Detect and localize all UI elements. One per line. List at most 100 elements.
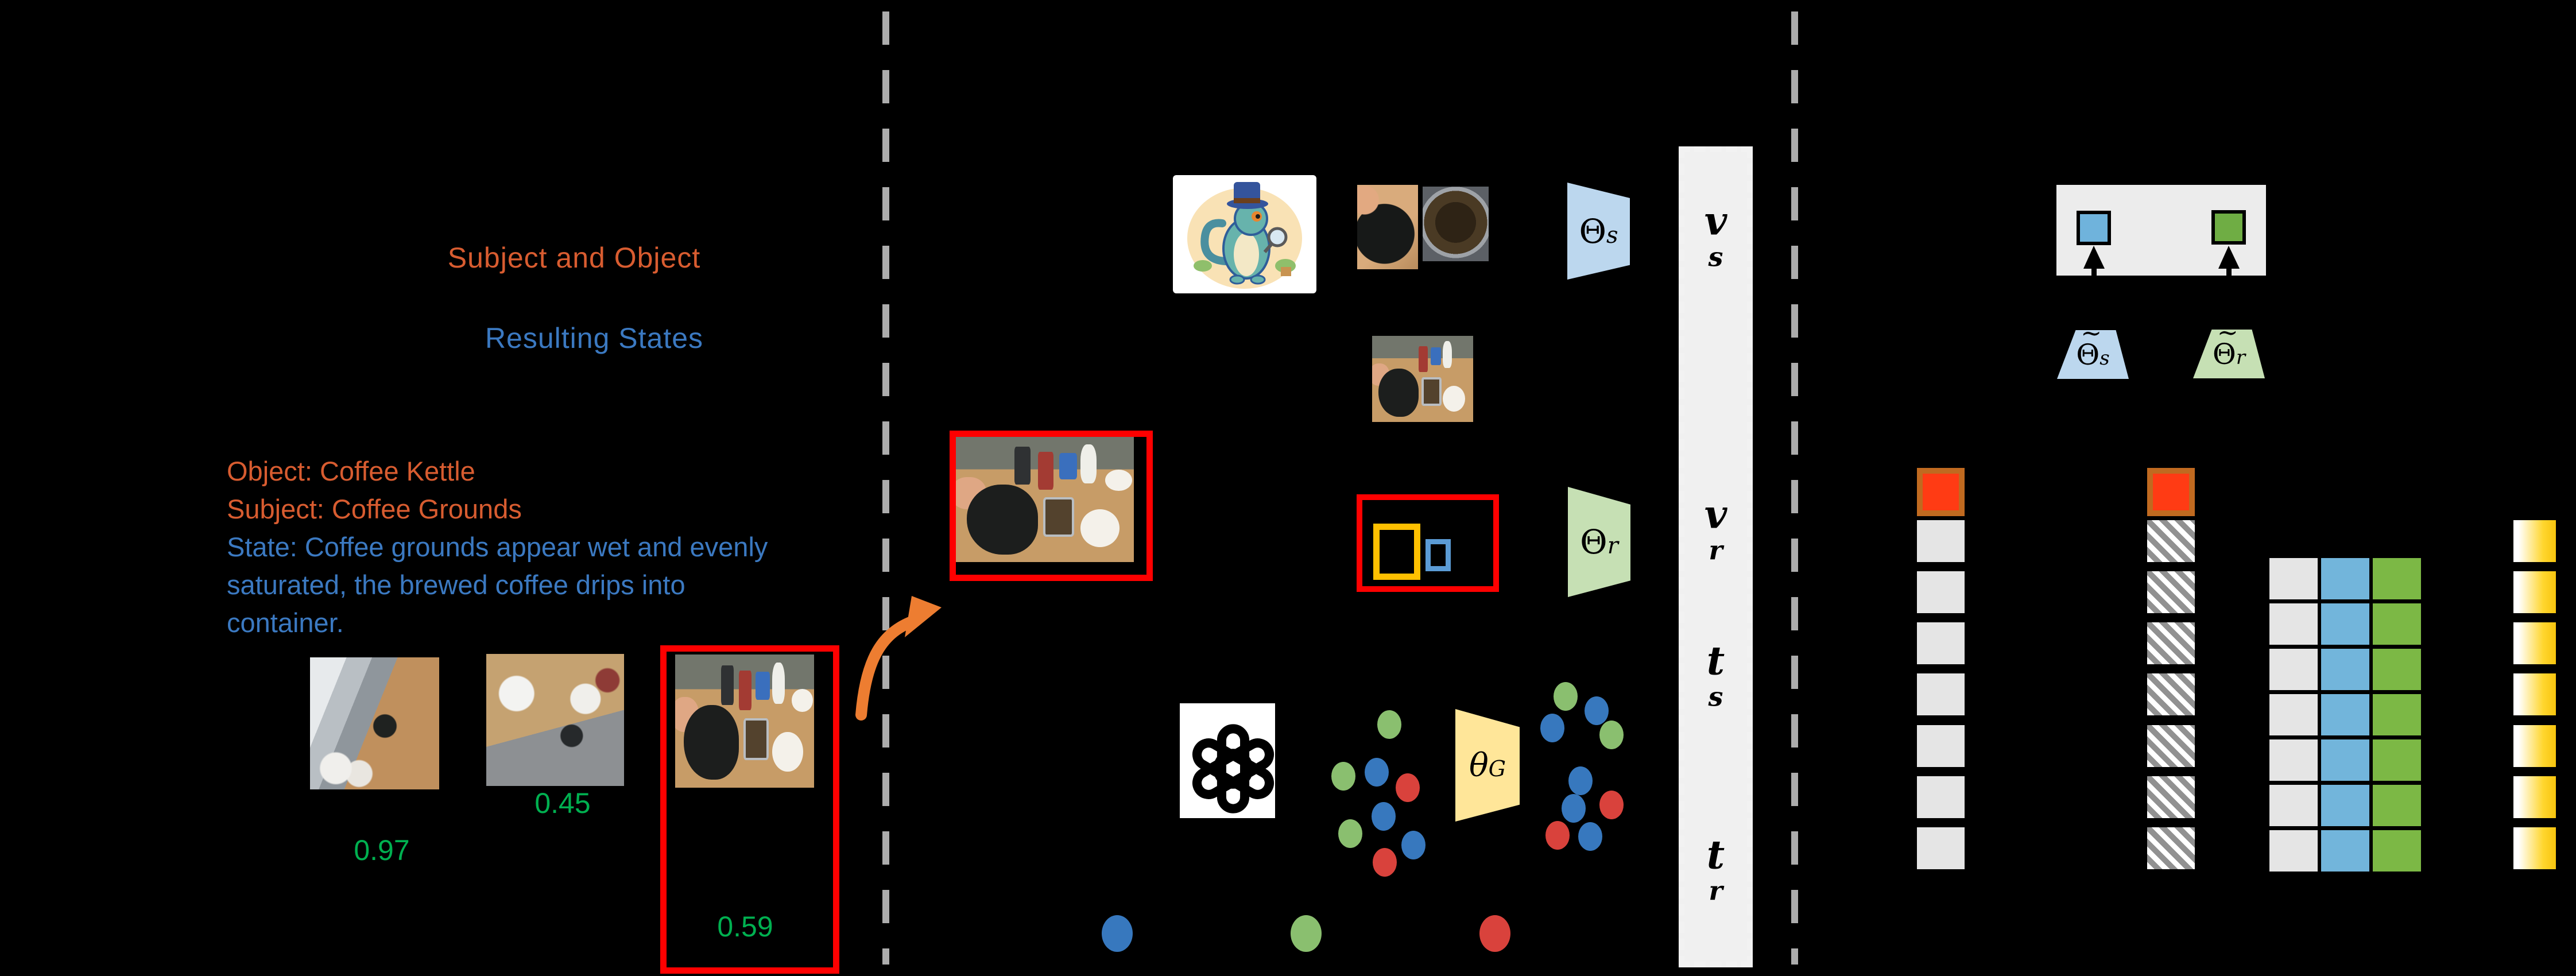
selected-frame-enlarged-box bbox=[950, 431, 1153, 581]
plain-feature-cell bbox=[1917, 673, 1965, 716]
embedding-dot bbox=[1372, 802, 1396, 831]
region-token-square bbox=[2211, 210, 2246, 245]
legend-dot bbox=[1102, 915, 1133, 952]
white-bottle bbox=[1443, 341, 1452, 368]
white-bowl bbox=[792, 689, 813, 712]
embedding-dot bbox=[1365, 758, 1389, 787]
llm-generator-trapezoid: θG bbox=[1455, 709, 1520, 822]
kettle bbox=[966, 484, 1038, 555]
frame-thumbnail-mid bbox=[1372, 336, 1473, 422]
hatched-feature-cell bbox=[2147, 622, 2195, 665]
plain-feature-cell bbox=[1917, 520, 1965, 562]
annotation-object-line: Object: Coffee Kettle bbox=[227, 456, 475, 486]
fused-grid-cell bbox=[2321, 830, 2369, 872]
fused-grid-cell bbox=[2321, 649, 2369, 690]
frame-score-3: 0.59 bbox=[717, 911, 773, 943]
region-box-object bbox=[1373, 524, 1420, 580]
fused-grid-cell bbox=[2269, 785, 2318, 826]
embedding-dot bbox=[1401, 831, 1425, 859]
embedding-dot bbox=[1578, 822, 1602, 851]
gecko-mascot-card bbox=[1173, 175, 1316, 293]
fused-grid-cell bbox=[2269, 694, 2318, 735]
fused-grid-cell bbox=[2373, 649, 2421, 690]
fused-grid-cell bbox=[2269, 830, 2318, 872]
legend-dot bbox=[1291, 915, 1322, 952]
region-box-subject bbox=[1425, 539, 1451, 571]
fused-grid-cell bbox=[2269, 603, 2318, 645]
student-video-adapter-label: ~ Θs bbox=[2076, 318, 2110, 371]
hatched-feature-cell bbox=[2147, 725, 2195, 767]
embedding-dot bbox=[1545, 821, 1570, 850]
video-token-square bbox=[2077, 211, 2111, 245]
region-encoder-label: Θr bbox=[1580, 522, 1618, 561]
cls-cell-plain-column bbox=[1917, 468, 1965, 516]
fused-grid-cell bbox=[2373, 830, 2421, 872]
embedding-dot bbox=[1568, 766, 1593, 795]
heading-subject-object: Subject and Object bbox=[447, 242, 701, 274]
text-feature-cell bbox=[2513, 520, 2556, 562]
fused-grid-cell bbox=[2269, 649, 2318, 690]
annotation-state-line-2: saturated, the brewed coffee drips into bbox=[227, 570, 685, 600]
hatched-feature-cell bbox=[2147, 776, 2195, 818]
fused-grid-cell bbox=[2269, 739, 2318, 781]
fused-grid-cell bbox=[2269, 558, 2318, 599]
red-tumbler bbox=[1418, 346, 1428, 372]
hatched-feature-cell bbox=[2147, 520, 2195, 562]
text-feature-cell bbox=[2513, 622, 2556, 665]
frame-score-2: 0.45 bbox=[534, 787, 591, 819]
annotation-subject-line: Subject: Coffee Grounds bbox=[227, 494, 522, 524]
panel-separator-right bbox=[1791, 11, 1798, 965]
coffee-filter bbox=[772, 731, 803, 772]
text-feature-cell bbox=[2513, 725, 2556, 767]
hatched-feature-cell bbox=[2147, 827, 2195, 869]
coffee-grinder bbox=[1421, 377, 1442, 406]
annotation-state-line-1: State: Coffee grounds appear wet and eve… bbox=[227, 532, 768, 562]
region-encoder-trapezoid: Θr bbox=[1568, 487, 1630, 597]
embedding-dot bbox=[1599, 721, 1624, 749]
sample-annotation: Object: Coffee Kettle Subject: Coffee Gr… bbox=[227, 452, 944, 642]
student-region-adapter-label: ~ Θr bbox=[2212, 317, 2246, 371]
fused-grid-cell bbox=[2373, 785, 2421, 826]
video-encoder-label: Θs bbox=[1579, 211, 1618, 251]
fused-grid-cell bbox=[2321, 739, 2369, 781]
selected-frame-enlarged bbox=[956, 437, 1134, 562]
hatched-feature-column bbox=[2147, 520, 2195, 869]
student-region-adapter-trapezoid: ~ Θr bbox=[2193, 330, 2265, 378]
frame-score-1: 0.97 bbox=[354, 834, 410, 866]
gpt-knot-icon bbox=[1186, 711, 1281, 826]
fused-grid-cell bbox=[2373, 603, 2421, 645]
thermos bbox=[720, 665, 734, 706]
fused-grid-cell bbox=[2321, 785, 2369, 826]
thermos bbox=[1014, 447, 1031, 485]
plain-feature-cell bbox=[1917, 622, 1965, 665]
text-feature-column bbox=[2513, 520, 2556, 869]
gpt-logo-card bbox=[1180, 703, 1275, 818]
plain-feature-cell bbox=[1917, 725, 1965, 767]
video-token-arrow-stem bbox=[2091, 268, 2097, 328]
fused-grid-cell bbox=[2321, 558, 2369, 599]
red-tumbler bbox=[1037, 452, 1054, 490]
fused-grid-cell bbox=[2321, 694, 2369, 735]
coffee-grinder bbox=[1043, 497, 1075, 537]
legend-dot bbox=[1479, 915, 1510, 952]
white-bowl bbox=[1105, 469, 1132, 491]
embedding-dot bbox=[1377, 710, 1401, 739]
coffee-grinder bbox=[743, 718, 769, 761]
embedding-dot bbox=[1540, 714, 1564, 742]
red-tumbler bbox=[739, 670, 752, 711]
candidate-frame-3 bbox=[675, 654, 814, 788]
coffee-filter bbox=[1443, 386, 1465, 412]
llm-generator-label: θG bbox=[1469, 746, 1506, 784]
candidate-frame-1 bbox=[310, 657, 439, 789]
region-token-arrow-stem bbox=[2226, 268, 2232, 328]
grounds-crop-image bbox=[1423, 187, 1489, 261]
white-bottle bbox=[1080, 444, 1097, 483]
text-feature-cell bbox=[2513, 571, 2556, 614]
kettle-crop-image bbox=[1357, 185, 1418, 269]
fused-feature-grid bbox=[2269, 558, 2421, 872]
fused-grid-cell bbox=[2373, 739, 2421, 781]
